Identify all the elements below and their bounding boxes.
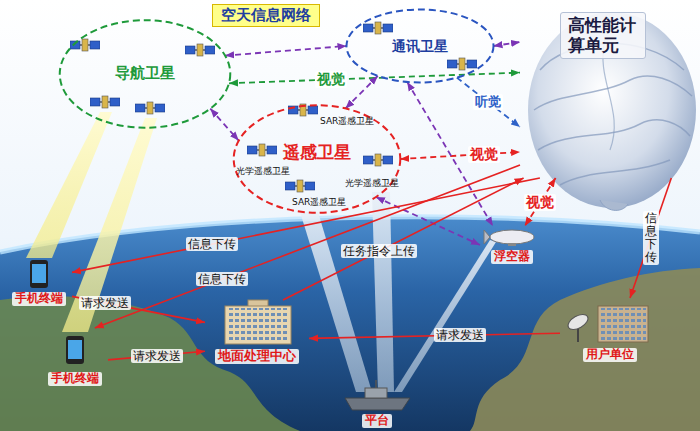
dashed-connector xyxy=(400,152,520,159)
satellite-label: SAR遥感卫星 xyxy=(292,197,346,208)
connector xyxy=(283,178,524,300)
node-label: 遥感卫星 xyxy=(283,143,351,163)
dashed-ellipse xyxy=(347,10,494,83)
satellite-label: 光学遥感卫星 xyxy=(236,166,290,177)
title-box: 空天信息网络 xyxy=(212,4,320,27)
building-icon xyxy=(225,300,291,344)
edge-label: 视觉 xyxy=(315,71,347,88)
edge-label: 信息下传 xyxy=(643,211,659,266)
dashed-connector xyxy=(346,76,378,109)
edge-label: 请求发送 xyxy=(79,296,131,310)
ground-node: 手机终端 xyxy=(42,328,108,386)
node-label: 地面处理中心 xyxy=(215,349,299,364)
satellite-icon xyxy=(135,102,165,114)
computing-brain: 高性能计算单元 xyxy=(520,8,698,178)
dashed-connector xyxy=(494,42,521,46)
edge-label: 信息下传 xyxy=(186,237,238,251)
satellite-icon xyxy=(285,180,315,192)
edge-label: 请求发送 xyxy=(434,328,486,342)
dashed-connector xyxy=(210,109,238,141)
dashed-connector xyxy=(457,78,520,127)
connector xyxy=(630,178,671,298)
land xyxy=(0,296,300,431)
connector xyxy=(72,178,540,272)
ship-icon xyxy=(345,380,410,410)
node-label: 手机终端 xyxy=(48,372,102,386)
node-label: 手机终端 xyxy=(12,292,66,306)
satellite-label: SAR遥感卫星 xyxy=(320,116,374,127)
edge-label: 请求发送 xyxy=(131,349,183,363)
connector xyxy=(95,165,520,328)
node-label: 平台 xyxy=(362,414,392,428)
ground-node: 地面处理中心 xyxy=(205,300,309,364)
dashed-connector xyxy=(376,197,480,245)
satellite-icon xyxy=(363,22,393,34)
land xyxy=(470,268,700,431)
satellites xyxy=(70,22,477,192)
dashed-connector xyxy=(225,46,346,56)
dashed-connector xyxy=(525,178,556,226)
dashed-ellipse xyxy=(60,20,231,128)
phone-icon xyxy=(30,260,48,288)
satellite-icon xyxy=(90,96,120,108)
blimp-icon xyxy=(484,230,534,246)
dish-and-building-icon xyxy=(565,306,648,342)
edge-label: 任务指令上传 xyxy=(341,244,417,258)
satellite-label: 光学遥感卫星 xyxy=(345,178,399,189)
unit-title: 高性能计算单元 xyxy=(560,12,646,59)
satellite-icon xyxy=(363,154,393,166)
satellite-icon xyxy=(447,58,477,70)
ground-node: 浮空器 xyxy=(480,226,544,264)
node-label: 浮空器 xyxy=(491,250,533,264)
edge-label: 视觉 xyxy=(468,146,500,163)
node-label: 用户单位 xyxy=(583,348,637,362)
node-label: 通讯卫星 xyxy=(392,38,448,54)
edge-label: 听觉 xyxy=(473,94,503,110)
ground-node: 用户单位 xyxy=(560,298,660,362)
satellite-icon xyxy=(247,144,277,156)
signal-beams xyxy=(26,112,496,392)
edge-label: 信息下传 xyxy=(196,272,248,286)
ground-node: 手机终端 xyxy=(6,258,72,306)
orbit-ellipse: 导航卫星 xyxy=(58,18,232,130)
node-label: 导航卫星 xyxy=(115,65,175,82)
dashed-ellipse xyxy=(234,105,401,213)
edge-label: 视觉 xyxy=(524,194,556,211)
ground-node: 平台 xyxy=(340,382,414,428)
connector xyxy=(72,296,205,322)
orbit-ellipse: 通讯卫星 xyxy=(345,8,495,84)
satellite-icon xyxy=(185,44,215,56)
phone-icon xyxy=(66,336,84,364)
